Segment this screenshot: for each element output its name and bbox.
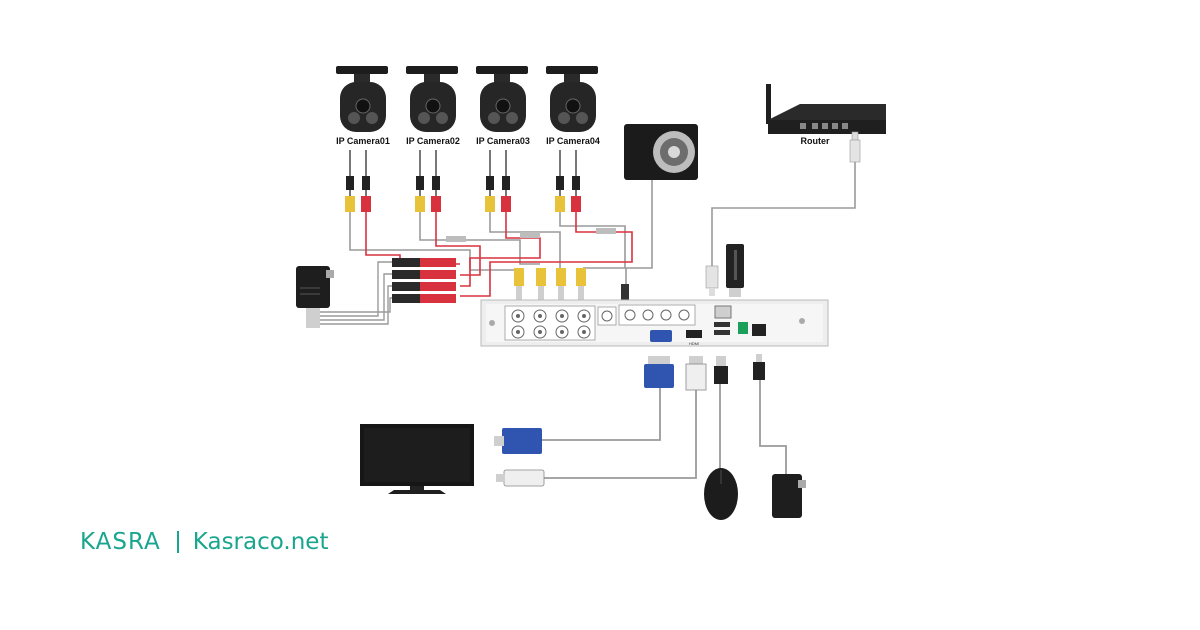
bnc-connectors xyxy=(514,268,586,300)
monitor xyxy=(360,424,474,494)
camera-3: IP Camera03 xyxy=(476,66,530,146)
camera-power-adapter xyxy=(296,266,334,308)
brand-divider xyxy=(176,531,179,553)
network-cable xyxy=(705,131,861,296)
site-url[interactable]: Kasraco.net xyxy=(192,529,329,555)
router: Router xyxy=(766,84,886,146)
dvr-back-panel: HDMI xyxy=(480,299,829,347)
dvr-power-adapter xyxy=(772,474,806,518)
brand-footer: KASRA Kasraco.net xyxy=(80,526,328,558)
hdmi-port-label: HDMI xyxy=(689,341,699,346)
camera-pigtails xyxy=(345,150,581,212)
output-cables xyxy=(540,380,787,479)
mouse-usb-connector xyxy=(714,356,728,384)
camera-4: IP Camera04 xyxy=(546,66,600,146)
camera-3-label: IP Camera03 xyxy=(476,136,530,146)
router-label: Router xyxy=(801,136,830,146)
speaker xyxy=(621,124,698,300)
camera-1: IP Camera01 xyxy=(336,66,390,146)
power-splitter xyxy=(306,258,456,328)
hdmi-connector xyxy=(496,356,707,487)
vga-connector xyxy=(494,356,674,454)
dvr-power-plug xyxy=(753,354,765,380)
camera-2: IP Camera02 xyxy=(406,66,460,146)
camera-4-label: IP Camera04 xyxy=(546,136,600,146)
camera-2-label: IP Camera02 xyxy=(406,136,460,146)
brand-logo: KASRA xyxy=(80,529,161,555)
mouse xyxy=(704,468,738,520)
usb-flash-drive xyxy=(726,244,744,297)
camera-1-label: IP Camera01 xyxy=(336,136,390,146)
